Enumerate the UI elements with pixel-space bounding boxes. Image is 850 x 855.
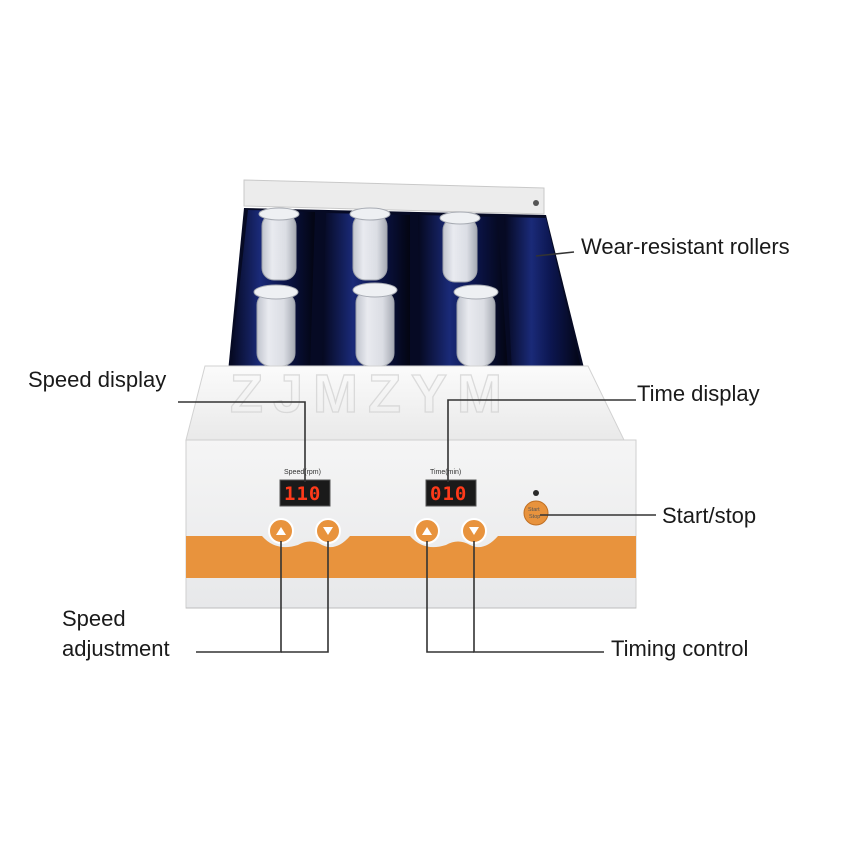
tube (352, 282, 398, 367)
time-up-button[interactable] (414, 518, 440, 544)
rollers-leader (535, 251, 575, 257)
callout-lines (178, 251, 656, 653)
speed-display: Speed(rpm) 110 (279, 469, 331, 507)
start-button-text: Start (528, 507, 540, 513)
speed-display-leader (178, 401, 306, 482)
stop-button-text: Stop (529, 514, 540, 520)
speed-down-button[interactable] (315, 518, 341, 544)
time-down-button[interactable] (461, 518, 487, 544)
tube (349, 207, 391, 281)
arrow-down-icon (469, 527, 479, 535)
speed-up-button[interactable] (268, 518, 294, 544)
speed-value: 110 (284, 483, 321, 505)
rollers-label: Wear-resistant rollers (581, 234, 790, 259)
control-panel (185, 439, 637, 609)
roller-4 (504, 217, 582, 372)
start-stop-button[interactable]: Start Stop (523, 500, 549, 526)
arrow-down-icon (323, 527, 333, 535)
time-label: Time(min) (430, 469, 461, 476)
tube (253, 284, 299, 367)
back-frame (243, 179, 545, 215)
speed-label: Speed(rpm) (284, 469, 321, 476)
arrow-up-icon (276, 527, 286, 535)
start-stop-label: Start/stop (662, 503, 757, 528)
watermark-text: ZJMZYM (230, 364, 512, 424)
tube (258, 207, 300, 281)
speed-adjustment-label-line2: adjustment (62, 636, 170, 661)
speed-display-label: Speed display (28, 367, 167, 392)
arrow-up-icon (422, 527, 432, 535)
tube (439, 211, 481, 283)
indicator-led (533, 490, 539, 496)
timing-control-label: Timing control (611, 636, 749, 661)
speed-adjustment-label-line1: Speed (62, 606, 126, 631)
accent-band (186, 536, 636, 578)
tube (453, 284, 499, 367)
speed-adjust-leader-2 (281, 541, 329, 653)
time-display-label: Time display (637, 381, 760, 406)
time-display: Time(min) 010 (425, 469, 477, 507)
time-value: 010 (430, 483, 467, 505)
timing-leader-2 (426, 541, 474, 653)
time-display-leader (447, 399, 636, 482)
